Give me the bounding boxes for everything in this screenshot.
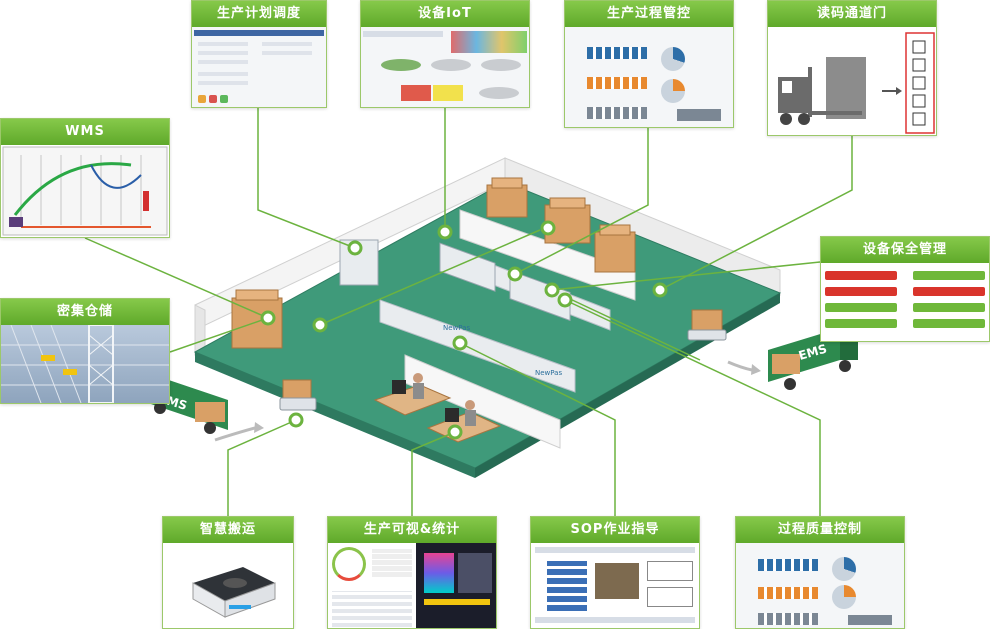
box-stack-back-2 — [544, 197, 591, 244]
conveyor-1 — [379, 299, 576, 393]
arrow-right — [727, 360, 753, 372]
node-agv — [288, 412, 304, 428]
partition-2 — [404, 354, 561, 449]
panel-title-plan: 生产计划调度 — [192, 1, 326, 27]
panel-dense-storage[interactable]: 密集仓储 — [0, 298, 170, 404]
iot-thumbnail — [361, 27, 529, 107]
storage-racks — [1, 325, 169, 403]
connector-dense — [169, 317, 269, 353]
floor-edge-left — [195, 352, 475, 478]
connector-visual — [411, 431, 456, 516]
panel-wms[interactable]: WMS — [0, 118, 170, 238]
node-iot — [437, 224, 453, 240]
machine-label-b: NewPas — [535, 369, 562, 377]
node-reader — [652, 282, 668, 298]
connector-agv — [227, 419, 297, 516]
panel-production-visual-stats[interactable]: 生产可视&统计 — [327, 516, 497, 629]
node-visual — [447, 424, 463, 440]
forklift-illustration — [778, 32, 935, 134]
workstation-2 — [426, 400, 502, 443]
partition-1 — [459, 209, 636, 301]
dense-thumbnail — [1, 325, 169, 403]
reader-thumbnail — [768, 27, 936, 135]
connector-extra-2 — [567, 297, 701, 361]
node-wms — [260, 310, 276, 326]
box-stack-back-1 — [486, 177, 528, 218]
panel-title-agv: 智慧搬运 — [163, 517, 293, 543]
connector-sop — [459, 342, 616, 516]
node-sop — [452, 335, 468, 351]
agv-robot-illustration — [192, 567, 276, 618]
connector-plan — [257, 108, 356, 249]
panel-production-plan[interactable]: 生产计划调度 — [191, 0, 327, 108]
connector-quality — [564, 299, 821, 516]
arrow-right-head — [751, 364, 761, 375]
agv-cart-right — [687, 309, 727, 341]
panel-title-process: 生产过程管控 — [565, 1, 733, 27]
connector-wms — [84, 237, 269, 319]
panel-title-sop: SOP作业指导 — [531, 517, 699, 543]
connector-nodes — [260, 220, 668, 440]
panel-code-reader-gate[interactable]: 读码通道门 — [767, 0, 937, 136]
wms-floorplan — [2, 146, 168, 236]
wms-thumbnail — [1, 145, 169, 237]
connector-reader — [659, 136, 853, 291]
connector-maintain — [551, 261, 821, 291]
sop-thumbnail — [531, 543, 699, 628]
node-extra-b — [312, 317, 328, 333]
agv-cart-front — [279, 379, 317, 411]
node-plan — [347, 240, 363, 256]
panel-title-wms: WMS — [1, 119, 169, 145]
machine-smt-b — [509, 269, 571, 322]
machine-tower — [339, 239, 379, 286]
machine-smt-a — [439, 242, 496, 292]
panel-device-iot[interactable]: 设备IoT — [360, 0, 530, 108]
panel-title-maintain: 设备保全管理 — [821, 237, 989, 263]
panel-title-reader: 读码通道门 — [768, 1, 936, 27]
agv-thumbnail — [163, 543, 293, 628]
panel-title-dense: 密集仓储 — [1, 299, 169, 325]
arrow-left — [214, 426, 256, 442]
panel-process-control[interactable]: 生产过程管控 — [564, 0, 734, 128]
arrow-left-head — [254, 422, 264, 433]
panel-equipment-maintenance[interactable]: 设备保全管理 — [820, 236, 990, 342]
quality-thumbnail — [736, 543, 904, 628]
panel-sop-guidance[interactable]: SOP作业指导 — [530, 516, 700, 629]
panel-process-quality-control[interactable]: 过程质量控制 — [735, 516, 905, 629]
panel-smart-handling[interactable]: 智慧搬运 — [162, 516, 294, 629]
process-thumbnail — [565, 27, 733, 127]
machine-label-a: NewPas — [443, 324, 470, 332]
node-process — [507, 266, 523, 282]
node-extra-a — [540, 220, 556, 236]
connector-process — [514, 128, 649, 275]
panel-title-iot: 设备IoT — [361, 1, 529, 27]
maintain-thumbnail — [821, 263, 989, 341]
visual-thumbnail — [328, 543, 496, 628]
node-maintain — [544, 282, 560, 298]
plan-thumbnail — [192, 27, 326, 107]
panel-title-quality: 过程质量控制 — [736, 517, 904, 543]
workstation-1 — [373, 373, 452, 416]
connector-extra-1 — [319, 229, 541, 326]
connectors — [84, 108, 853, 516]
box-stack-back-3 — [594, 224, 636, 273]
panel-title-visual: 生产可视&统计 — [328, 517, 496, 543]
node-quality — [557, 292, 573, 308]
